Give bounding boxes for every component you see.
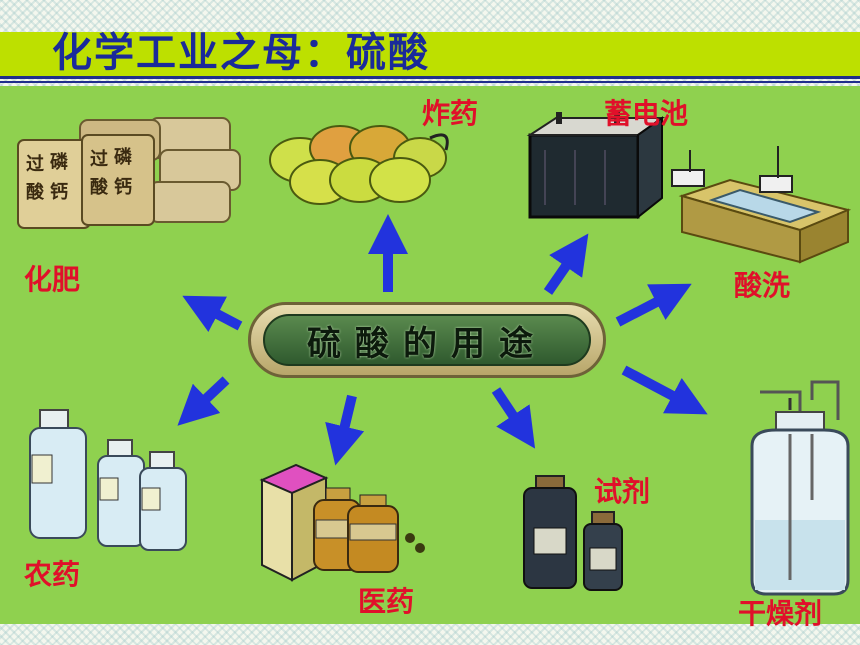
explosive-bundle-illustration — [269, 125, 449, 205]
bag-lettering: 过磷 酸钙 过磷 酸钙 — [26, 146, 133, 203]
label-explosive: 炸药 — [422, 97, 479, 130]
label-pickling: 酸洗 — [734, 269, 791, 302]
arrow-to-drying-agent — [621, 365, 708, 415]
drying-bottle-illustration — [750, 380, 850, 596]
arrow-to-reagent — [491, 387, 536, 449]
battery-illustration — [526, 112, 666, 220]
fertilizer-bags-illustration: 过磷 酸钙 过磷 酸钙 — [17, 117, 241, 229]
svg-text:酸: 酸 — [90, 176, 109, 198]
label-drying-agent: 干燥剂 — [738, 597, 823, 630]
svg-text:磷: 磷 — [114, 146, 133, 168]
reagent-bottles-illustration — [523, 475, 623, 591]
page-title: 化学工业之母：硫酸 — [52, 30, 430, 76]
center-topic-box: 硫酸的用途 — [248, 302, 606, 378]
arrow-to-pickling — [615, 283, 692, 327]
title-underline — [0, 76, 860, 79]
svg-text:钙: 钙 — [50, 181, 68, 203]
svg-text:过: 过 — [90, 148, 108, 170]
center-topic-inner: 硫酸的用途 — [263, 314, 591, 366]
title-bar — [0, 32, 860, 76]
svg-text:过: 过 — [26, 153, 44, 175]
arrow-to-medicine — [325, 394, 365, 466]
arrow-to-fertilizer — [182, 295, 243, 333]
pesticide-bottles-illustration — [29, 409, 187, 551]
medicine-illustration — [259, 463, 425, 582]
svg-text:酸: 酸 — [26, 181, 45, 203]
label-medicine: 医药 — [358, 585, 415, 618]
arrows — [177, 214, 708, 466]
label-battery: 蓄电池 — [604, 97, 689, 130]
label-pesticide: 农药 — [24, 558, 81, 591]
svg-text:钙: 钙 — [114, 176, 132, 198]
title-underline-secondary — [0, 81, 860, 83]
label-fertilizer: 化肥 — [24, 263, 81, 296]
center-topic-label: 硫酸的用途 — [307, 323, 547, 364]
svg-text:磷: 磷 — [50, 151, 69, 173]
pickling-tank-illustration — [671, 146, 852, 264]
label-reagent: 试剂 — [594, 475, 651, 508]
arrow-to-battery — [543, 233, 589, 295]
arrow-to-pesticide — [177, 376, 230, 426]
